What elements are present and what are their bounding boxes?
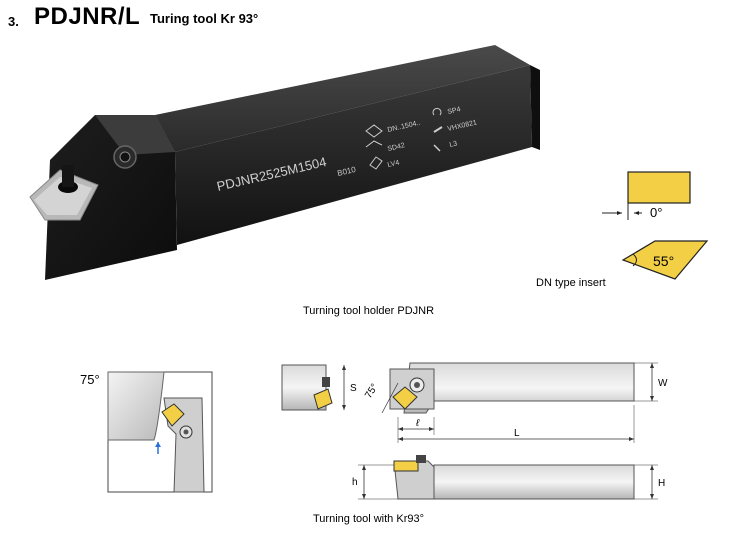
insert-caption: DN type insert bbox=[536, 277, 606, 289]
dim-h-small: h bbox=[352, 477, 358, 488]
insert-side-shape bbox=[627, 171, 691, 204]
top-view-body bbox=[403, 362, 635, 414]
spec-label-4: SP4 bbox=[447, 106, 462, 116]
screw-spec-icon bbox=[365, 140, 383, 148]
kr-caption: Turning tool with Kr93° bbox=[313, 513, 424, 525]
insert-side-view: 0° bbox=[602, 171, 691, 220]
insert-top-view: 55° bbox=[621, 240, 709, 280]
spec-label-2: SD42 bbox=[387, 142, 406, 153]
insert-shape-icon bbox=[365, 124, 383, 138]
dim-w: W bbox=[658, 378, 668, 389]
key-spec-icon bbox=[433, 126, 443, 133]
top-view-insert bbox=[392, 386, 418, 410]
spring-spec-icon bbox=[432, 107, 442, 116]
section-number: 3. bbox=[8, 14, 19, 29]
product-code-title: PDJNR/L bbox=[34, 3, 141, 30]
tool-holder-photo: PDJNR2525M1504 B010 DN..1504.. SD42 LV4 … bbox=[29, 45, 540, 280]
front-view-insert bbox=[393, 460, 419, 472]
dim-s: S bbox=[350, 383, 357, 394]
dim-angle75: 75° bbox=[363, 382, 380, 401]
approach-angle-label: 75° bbox=[80, 372, 100, 387]
approach-angle-diagram: 75° bbox=[80, 371, 213, 493]
dim-l-large: L bbox=[514, 428, 520, 439]
body-sub-marking: B010 bbox=[336, 165, 357, 178]
lever-spec-icon bbox=[369, 156, 383, 170]
spec-label-3: LV4 bbox=[387, 159, 400, 169]
wrench-spec-icon bbox=[433, 144, 441, 152]
dimension-drawing: S 75° W ℓ L h H bbox=[281, 362, 668, 500]
front-view-body bbox=[433, 464, 635, 500]
insert-diamond bbox=[621, 240, 709, 280]
dim-h-large: H bbox=[658, 478, 665, 489]
workpiece bbox=[107, 371, 165, 441]
spec-label-6: L3 bbox=[449, 140, 458, 149]
nose-angle: 55° bbox=[653, 253, 674, 269]
clearance-angle: 0° bbox=[650, 205, 662, 220]
dim-l-small: ℓ bbox=[415, 418, 420, 429]
product-subtitle: Turing tool Kr 93° bbox=[150, 11, 259, 26]
holder-caption: Turning tool holder PDJNR bbox=[303, 305, 435, 317]
insert bbox=[161, 403, 185, 427]
